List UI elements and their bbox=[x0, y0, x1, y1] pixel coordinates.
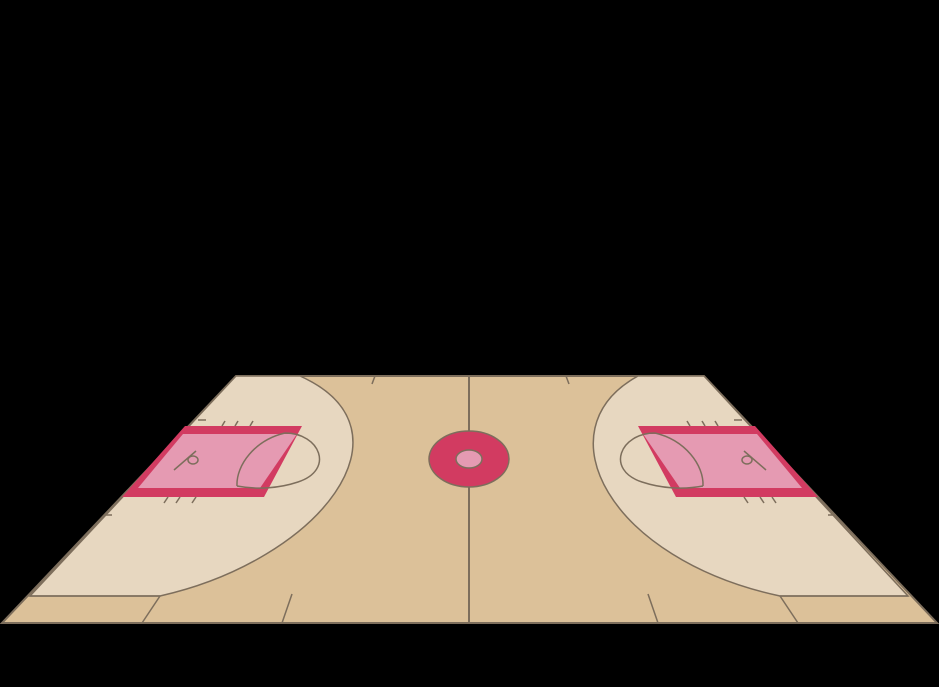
left-top-tick bbox=[371, 375, 376, 385]
right-top-tick bbox=[565, 375, 570, 385]
right-hash-bot-3 bbox=[743, 496, 749, 504]
left-hash-bot-1 bbox=[163, 496, 169, 504]
right-hoop bbox=[741, 455, 753, 465]
right-hash-top-2 bbox=[701, 420, 706, 427]
left-free-throw-arc-inner bbox=[236, 432, 286, 487]
right-hash-bot-2 bbox=[759, 496, 765, 504]
right-hash-top-1 bbox=[714, 420, 719, 427]
right-hash-bot-1 bbox=[771, 496, 777, 504]
left-paint bbox=[138, 434, 297, 488]
right-free-throw-arc-inner bbox=[654, 432, 704, 487]
right-backboard bbox=[743, 450, 767, 471]
left-backboard bbox=[173, 450, 197, 471]
left-hash-top-3 bbox=[249, 420, 254, 427]
left-hash-top-1 bbox=[221, 420, 226, 427]
left-hash-top-2 bbox=[234, 420, 239, 427]
left-bottom-tick bbox=[281, 593, 293, 624]
left-hash-bot-3 bbox=[191, 496, 197, 504]
left-hash-bot-2 bbox=[175, 496, 181, 504]
right-paint bbox=[643, 434, 802, 488]
right-corner-tick bbox=[779, 595, 799, 624]
left-hoop bbox=[187, 455, 199, 465]
right-bottom-tick bbox=[647, 593, 659, 624]
left-free-throw-arc bbox=[236, 432, 321, 489]
right-hash-top-3 bbox=[686, 420, 691, 427]
right-free-throw-arc bbox=[619, 432, 704, 489]
center-dot bbox=[455, 449, 483, 469]
left-corner-tick bbox=[141, 595, 161, 624]
